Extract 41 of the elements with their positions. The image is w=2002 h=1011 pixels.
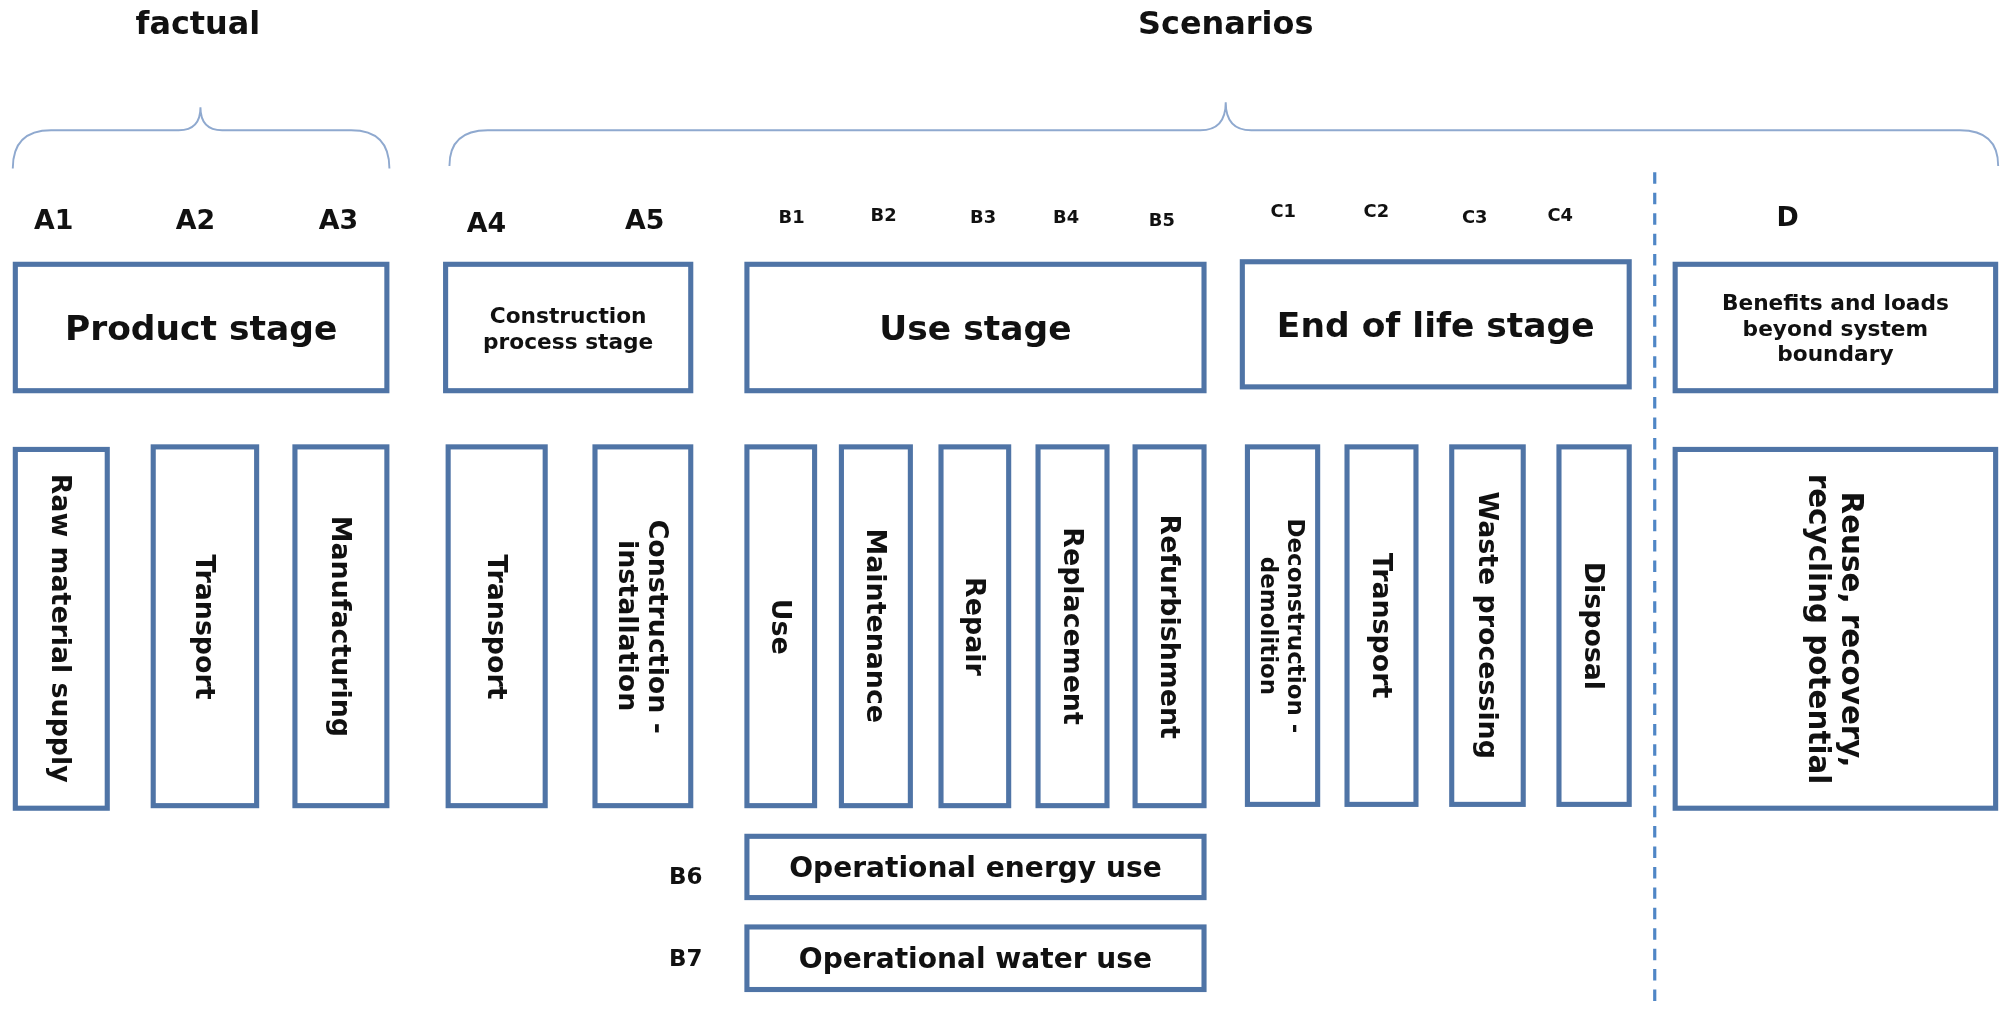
stage-box: Use stage	[744, 261, 1207, 394]
module-box: Reuse, recovery, recycling potential	[1672, 446, 1999, 811]
module-code: B3	[970, 206, 997, 228]
module-code: A2	[175, 204, 216, 235]
group-heading: factual	[135, 4, 261, 42]
module-code: B1	[778, 206, 805, 228]
module-box: Maintenance	[838, 444, 913, 809]
module-box: Waste processing	[1449, 444, 1526, 807]
module-code: B2	[870, 204, 897, 225]
module-code: B5	[1148, 209, 1175, 230]
module-code: A5	[625, 204, 665, 235]
stage-box: Benefits and loads beyond system boundary	[1672, 261, 1999, 394]
module-code: B6	[668, 862, 703, 890]
module-box: Construction - installation	[592, 444, 694, 809]
module-code: C4	[1547, 204, 1574, 225]
module-box: Repair	[938, 444, 1012, 809]
module-code: B4	[1053, 206, 1080, 228]
module-box: Refurbishment	[1132, 444, 1207, 809]
module-code: D	[1776, 201, 1799, 233]
module-box: Manufacturing	[292, 444, 390, 809]
group-heading: Scenarios	[1138, 4, 1314, 42]
module-code: C2	[1363, 200, 1390, 221]
module-box: Use	[744, 444, 818, 809]
module-code: C1	[1270, 200, 1296, 221]
module-code: A3	[318, 204, 359, 235]
module-box: Transport	[150, 444, 260, 809]
stage-box: Operational energy use	[744, 833, 1207, 901]
stage-box: Product stage	[12, 261, 390, 394]
stage-box: End of life stage	[1239, 259, 1632, 390]
module-box: Deconstruction - demolition	[1244, 444, 1321, 807]
stage-box: Construction process stage	[443, 261, 694, 394]
module-code: B7	[668, 944, 703, 971]
stage-box: Operational water use	[744, 924, 1207, 993]
module-code: A4	[466, 208, 507, 239]
module-box: Raw material supply	[12, 446, 110, 811]
module-code: C3	[1461, 206, 1488, 228]
module-box: Transport	[445, 444, 548, 809]
module-box: Transport	[1344, 444, 1419, 807]
module-box: Replacement	[1035, 444, 1110, 809]
module-box: Disposal	[1556, 444, 1632, 807]
module-code: A1	[33, 204, 74, 235]
